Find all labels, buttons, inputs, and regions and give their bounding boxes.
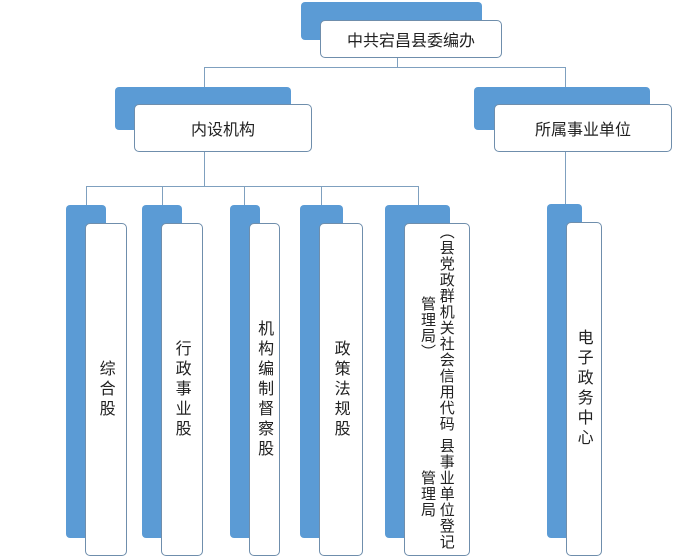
leaf-zonghe-box: 综合股 <box>85 223 127 556</box>
connector-col4 <box>321 186 322 206</box>
connector-to-affiliated <box>565 67 566 87</box>
affiliated-box: 所属事业单位 <box>494 104 672 152</box>
root-box: 中共宕昌县委编办 <box>320 20 502 58</box>
connector-affiliated-down <box>565 152 566 204</box>
leaf-fagui-label: 政策法规股 <box>331 339 351 440</box>
connector-root-down <box>397 58 398 68</box>
leaf-ducha-label: 机构编制督察股 <box>255 319 275 460</box>
leaf-fagui-box: 政策法规股 <box>319 223 363 556</box>
connector-col2 <box>162 186 163 206</box>
root-label: 中共宕昌县委编办 <box>346 31 475 50</box>
connector-top-bar <box>204 67 566 68</box>
connector-col5 <box>418 186 419 206</box>
connector-col3 <box>244 186 245 206</box>
leaf-dengji-text: （县党政群机关社会信用代码管理局） 县事业单位登记管理局 <box>418 224 456 555</box>
leaf-dengji-box: （县党政群机关社会信用代码管理局） 县事业单位登记管理局 <box>404 223 470 556</box>
connector-internal-down <box>204 152 205 187</box>
affiliated-label: 所属事业单位 <box>534 120 631 139</box>
leaf-xingzheng-box: 行政事业股 <box>161 223 203 556</box>
leaf-dianzi-box: 电子政务中心 <box>566 222 602 556</box>
connector-col1 <box>86 186 87 206</box>
leaf-zonghe-label: 综合股 <box>96 359 116 420</box>
connector-to-internal <box>204 67 205 87</box>
leaf-dengji-label: 县事业单位登记管理局 <box>419 437 456 550</box>
connector-mid-bar <box>86 186 419 187</box>
leaf-dengji-sublabel: （县党政群机关社会信用代码管理局） <box>419 224 456 433</box>
internal-box: 内设机构 <box>134 104 312 152</box>
leaf-xingzheng-label: 行政事业股 <box>172 339 192 440</box>
internal-label: 内设机构 <box>190 120 255 139</box>
leaf-dianzi-label: 电子政务中心 <box>574 329 594 449</box>
leaf-ducha-box: 机构编制督察股 <box>249 223 280 556</box>
